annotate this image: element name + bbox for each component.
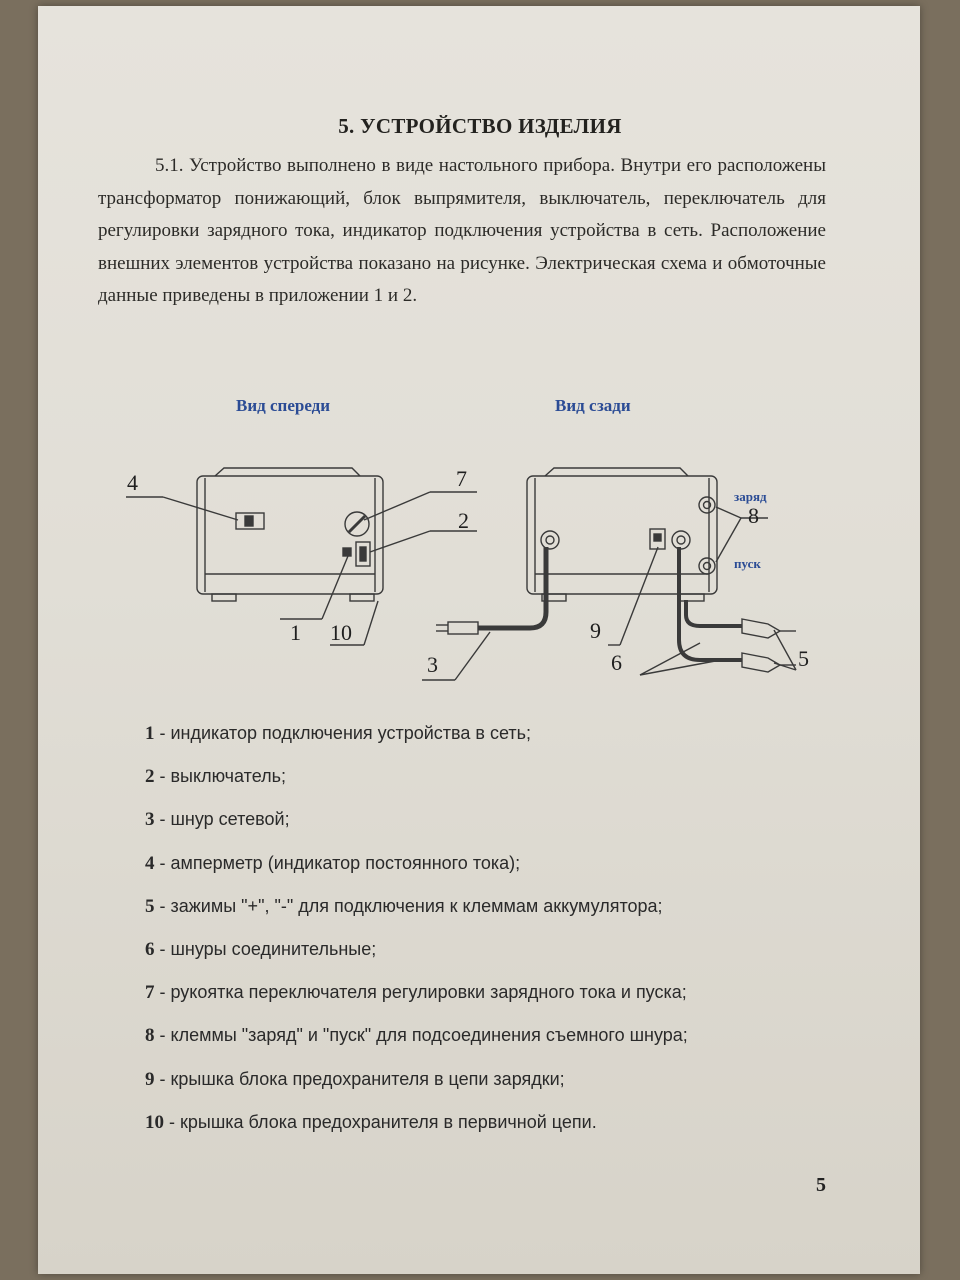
callout-7: 7 xyxy=(456,466,467,491)
back-view-drawing xyxy=(526,467,718,602)
legend-number: 6 xyxy=(145,938,155,960)
callout-4: 4 xyxy=(127,470,138,495)
front-view-title: Вид спереди xyxy=(236,396,331,415)
legend-number: 1 xyxy=(145,723,155,744)
parts-legend: 1 - индикатор подключения устройства в с… xyxy=(145,720,865,1152)
legend-text: - рукоятка переключателя регулировки зар… xyxy=(154,982,687,1003)
legend-number: 3 xyxy=(145,809,155,831)
callout-9: 9 xyxy=(590,618,601,643)
section-heading: 5. УСТРОЙСТВО ИЗДЕЛИЯ xyxy=(338,114,622,138)
legend-item: 6 - шнуры соединительные; xyxy=(145,936,865,979)
legend-number: 4 xyxy=(145,852,155,874)
legend-text: - зажимы "+", "-" для подключения к клем… xyxy=(154,895,663,916)
selector-knob-icon xyxy=(344,511,370,537)
legend-number: 7 xyxy=(145,982,155,1004)
legend-item: 1 - индикатор подключения устройства в с… xyxy=(145,720,865,763)
callout-6: 6 xyxy=(611,650,622,675)
cable-grommet-icon xyxy=(671,530,691,550)
back-view-title: Вид сзади xyxy=(555,396,631,415)
legend-item: 3 - шнур сетевой; xyxy=(145,806,865,849)
legend-item: 2 - выключатель; xyxy=(145,763,865,806)
page-number: 5 xyxy=(816,1174,826,1196)
legend-number: 10 xyxy=(145,1111,164,1133)
terminal-start-icon xyxy=(698,557,716,575)
power-switch-icon xyxy=(355,541,371,567)
legend-item: 7 - рукоятка переключателя регулировки з… xyxy=(145,979,865,1022)
callout-2: 2 xyxy=(458,508,469,533)
power-indicator-icon xyxy=(342,547,352,557)
callout-3: 3 xyxy=(427,652,438,677)
legend-text: - амперметр (индикатор постоянного тока)… xyxy=(154,852,521,873)
legend-number: 8 xyxy=(145,1025,155,1047)
callout-10: 10 xyxy=(330,620,352,645)
front-view-drawing xyxy=(196,467,384,602)
terminal-charge-label: заряд xyxy=(734,489,767,504)
connecting-cables-icon xyxy=(677,547,796,673)
legend-text: - шнур сетевой; xyxy=(154,809,290,830)
callout-1: 1 xyxy=(290,620,301,645)
cord-grommet-icon xyxy=(540,530,560,550)
legend-number: 9 xyxy=(145,1068,155,1090)
ammeter-icon xyxy=(235,512,265,530)
legend-text: - индикатор подключения устройства в сет… xyxy=(154,723,532,743)
legend-number: 5 xyxy=(145,895,155,917)
legend-item: 10 - крышка блока предохранителя в перви… xyxy=(145,1109,865,1152)
intro-paragraph: 5.1. Устройство выполнено в виде настоль… xyxy=(98,150,826,313)
legend-text: - клеммы "заряд" и "пуск" для подсоедине… xyxy=(154,1025,688,1046)
intro-text: 5.1. Устройство выполнено в виде настоль… xyxy=(98,155,826,306)
legend-item: 5 - зажимы "+", "-" для подключения к кл… xyxy=(145,893,865,936)
callout-8: 8 xyxy=(748,503,759,528)
legend-item: 9 - крышка блока предохранителя в цепи з… xyxy=(145,1066,865,1109)
legend-text: - крышка блока предохранителя в цепи зар… xyxy=(154,1068,565,1089)
document-page xyxy=(38,6,920,1274)
device-diagram xyxy=(126,467,797,681)
terminal-start-label: пуск xyxy=(734,556,761,571)
legend-text: - выключатель; xyxy=(154,766,287,787)
legend-item: 8 - клеммы "заряд" и "пуск" для подсоеди… xyxy=(145,1022,865,1065)
fuse-cover-icon xyxy=(649,528,666,550)
legend-text: - крышка блока предохранителя в первично… xyxy=(164,1111,597,1132)
legend-text: - шнуры соединительные; xyxy=(154,938,377,959)
legend-item: 4 - амперметр (индикатор постоянного ток… xyxy=(145,850,865,893)
mains-cord-icon xyxy=(436,547,549,635)
legend-number: 2 xyxy=(145,766,155,788)
terminal-charge-icon xyxy=(698,496,716,514)
callout-5: 5 xyxy=(798,646,809,671)
